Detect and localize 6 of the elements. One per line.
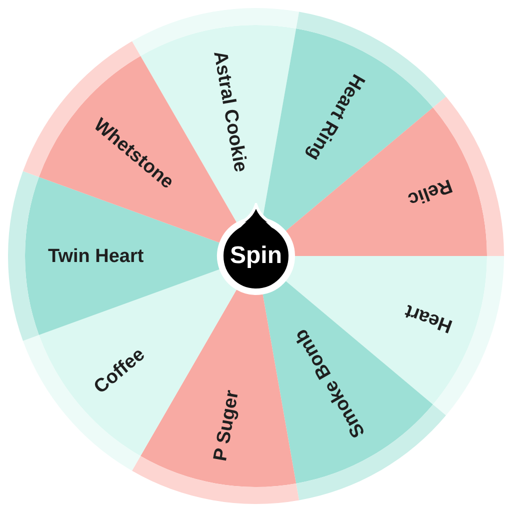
slice-label: Relic: [406, 176, 455, 210]
slice-label: P Suger: [210, 388, 242, 462]
slice-label: Heart: [402, 302, 455, 336]
wheel-slice: [22, 269, 236, 471]
slice-label: Astral Cookie: [210, 50, 250, 174]
slice-label: Twin Heart: [48, 246, 144, 266]
